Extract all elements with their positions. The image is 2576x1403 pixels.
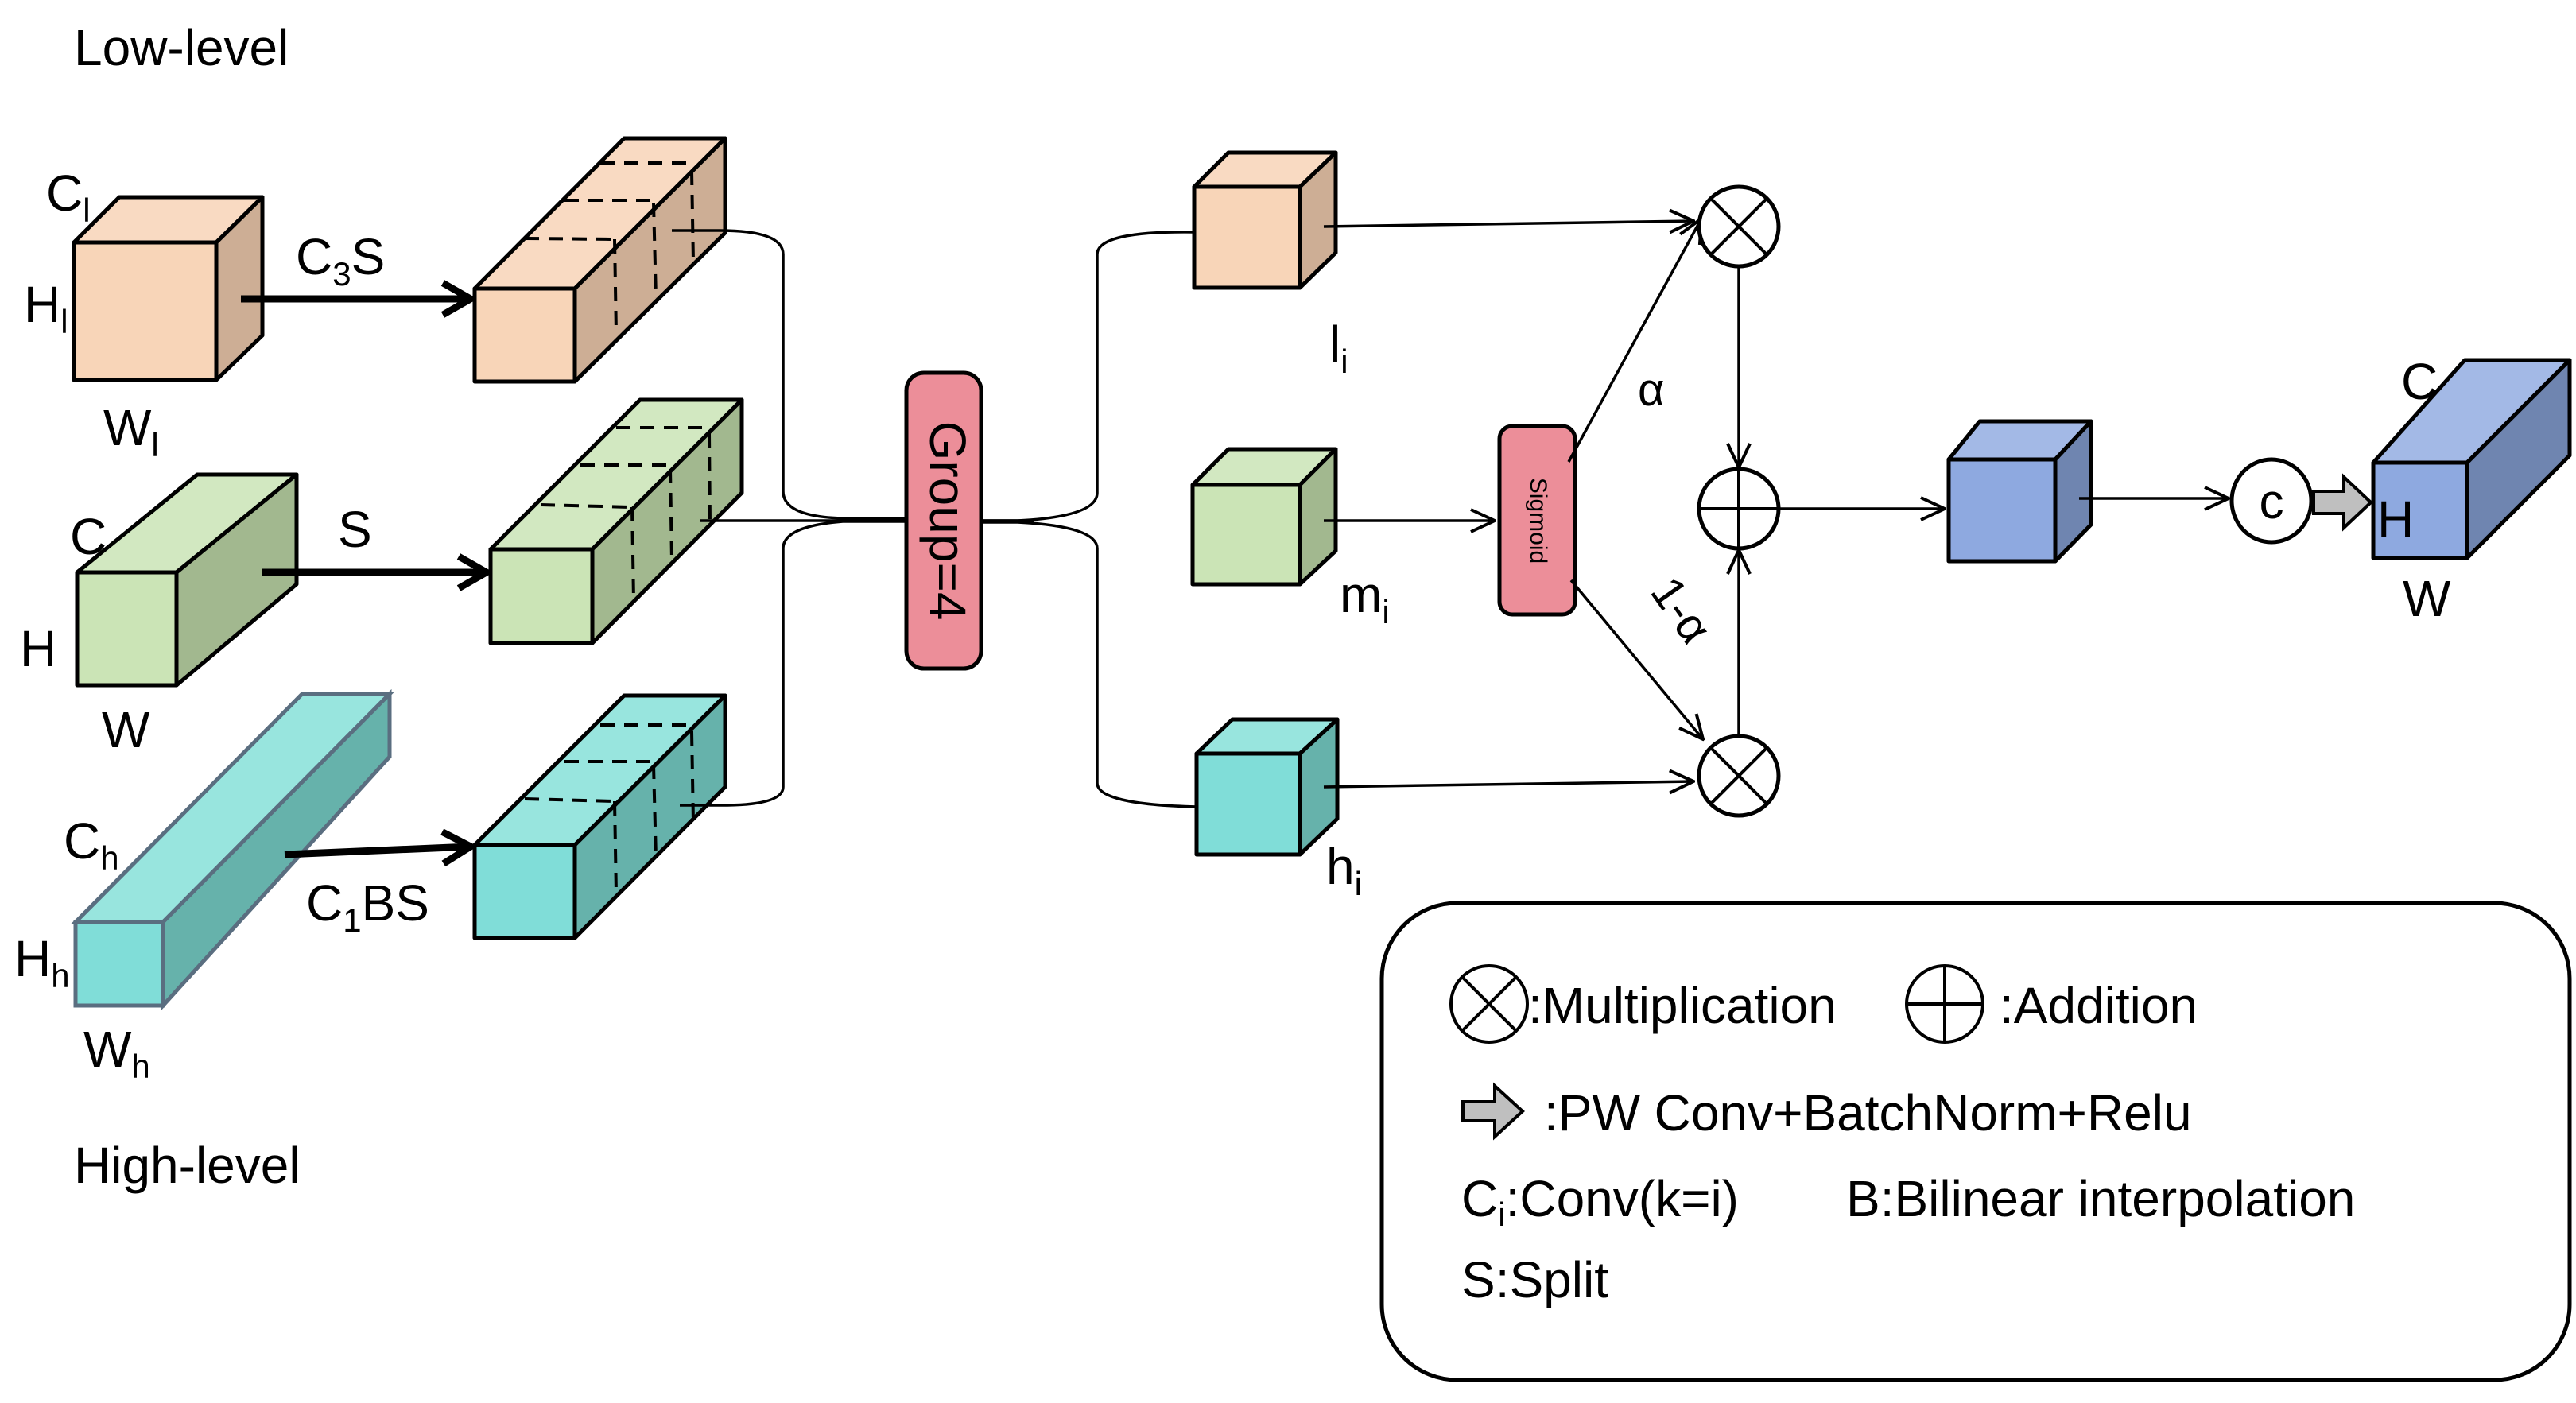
legend-pw-conv: :PW Conv+BatchNorm+Relu: [1544, 1084, 2192, 1141]
mid-level-input-beam: [75, 472, 299, 688]
high-h-label: Hh: [14, 930, 70, 994]
high-w-label: Wh: [83, 1021, 150, 1085]
high-level-title: High-level: [74, 1137, 301, 1194]
low-h-label: Hl: [24, 276, 68, 340]
cube-front-face: [1192, 184, 1302, 290]
add-node: [1697, 467, 1781, 551]
legend-split: S:Split: [1461, 1251, 1608, 1308]
sigmoid-label: Sigmoid: [1525, 478, 1551, 564]
op-c3s-label: C3S: [296, 228, 385, 293]
beam-front-face: [73, 920, 165, 1008]
high-level-input-beam: [70, 688, 395, 1011]
low-w-label: Wl: [103, 399, 159, 463]
group-to-hi-connector: [981, 521, 1197, 808]
high-to-group-connector: [680, 520, 906, 807]
beam-front-face: [472, 843, 577, 940]
one-minus-alpha-label: 1-α: [1641, 568, 1722, 653]
low-to-group-connector: [672, 229, 906, 520]
multiply-node-top: [1697, 184, 1781, 269]
cube-front-face: [1194, 751, 1302, 857]
legend-pw-arrow-icon: [1461, 1082, 1525, 1141]
fused-cube: [1946, 419, 2093, 564]
group-to-li-connector: [981, 231, 1197, 522]
cube-front-face: [1190, 483, 1302, 587]
alpha-arrow: [1567, 219, 1701, 463]
concat-node: c: [2229, 457, 2314, 545]
low-level-split-beam: [472, 136, 727, 384]
sigmoid-block: Sigmoid: [1497, 424, 1577, 617]
low-c-label: Cl: [46, 165, 91, 229]
li-label: li: [1329, 316, 1348, 380]
concat-label: c: [2260, 475, 2284, 529]
low-level-input-cube: [72, 195, 265, 382]
high-level-split-beam: [472, 693, 727, 940]
legend-multiplication: :Multiplication: [1528, 977, 1837, 1034]
multiply-node-bottom: [1697, 734, 1781, 818]
legend-addition: :Addition: [2000, 977, 2198, 1034]
legend-bilinear: B:Bilinear interpolation: [1846, 1170, 2355, 1227]
mid-level-split-beam: [488, 397, 744, 645]
op-c1bs-label: C1BS: [306, 874, 429, 939]
legend-box: :Multiplication :Addition :PW Conv+Batch…: [1379, 901, 2572, 1382]
li-cube: [1192, 150, 1338, 290]
li-to-multiply-arrow: [1323, 221, 1693, 227]
beam-front-face: [75, 570, 179, 688]
cube-front-face: [1946, 457, 2058, 564]
hi-label: hi: [1326, 838, 1362, 902]
cube-front-face: [72, 240, 219, 382]
hi-to-multiply-arrow: [1323, 781, 1693, 787]
mid-c-label: C: [70, 508, 107, 565]
op-s-label: S: [338, 501, 372, 558]
high-to-split-arrow: [284, 847, 471, 855]
legend-add-icon: [1905, 964, 1984, 1044]
cube-front-face: [2371, 460, 2469, 560]
one-minus-alpha-arrow: [1569, 579, 1703, 739]
pw-conv-arrow: [2312, 473, 2373, 532]
legend-multiply-icon: [1449, 964, 1529, 1044]
mi-cube: [1190, 447, 1338, 587]
out-h-label: H: [2377, 490, 2414, 548]
out-w-label: W: [2403, 570, 2451, 627]
alpha-label: α: [1638, 364, 1665, 416]
group-block: Group=4: [904, 370, 983, 671]
mid-h-label: H: [20, 620, 56, 677]
output-cube: [2371, 358, 2572, 560]
legend-conv: Ci:Conv(k=i): [1461, 1170, 1739, 1233]
out-c-label: C: [2401, 353, 2438, 410]
beam-front-face: [488, 547, 595, 645]
high-c-label: Ch: [64, 812, 119, 877]
mid-w-label: W: [102, 701, 150, 758]
low-level-title: Low-level: [74, 19, 289, 76]
group-label: Group=4: [919, 421, 976, 621]
mi-label: mi: [1340, 566, 1390, 630]
beam-front-face: [472, 286, 577, 384]
hi-cube: [1194, 717, 1340, 857]
